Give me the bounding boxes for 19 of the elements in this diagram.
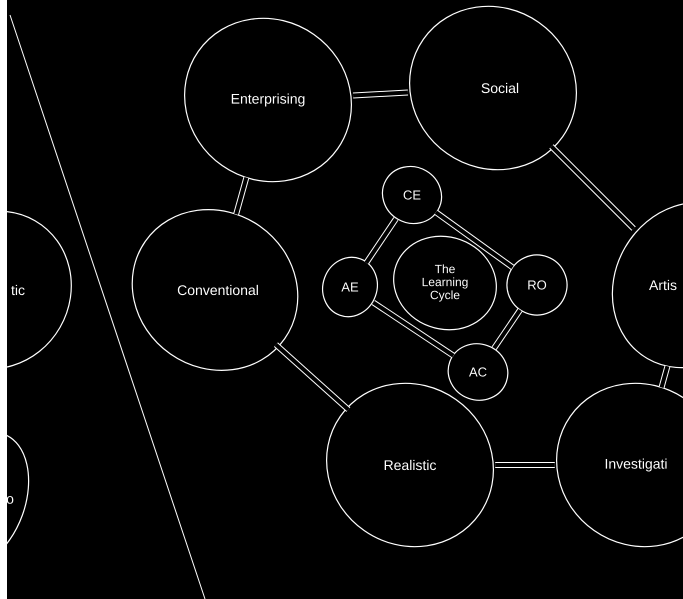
ellipse-node: RO <box>506 254 568 316</box>
connector <box>658 365 670 388</box>
ellipse-node: Conventional <box>132 209 298 371</box>
connector <box>549 144 636 231</box>
connector <box>372 300 456 358</box>
connector <box>233 176 250 216</box>
ellipse-node: AC <box>448 343 508 401</box>
connector <box>364 217 398 264</box>
connector <box>495 462 555 468</box>
connector <box>492 308 523 350</box>
connector <box>352 90 408 98</box>
ellipse-node: Social <box>409 6 577 170</box>
connector <box>274 342 350 412</box>
connector <box>434 210 514 270</box>
ellipse-node: Enterprising <box>184 18 352 182</box>
ellipse-node: CE <box>382 166 442 224</box>
ellipse-node: Realistic <box>326 382 494 548</box>
ellipse-node: The Learning Cycle <box>393 236 497 330</box>
ellipse-node: AE <box>322 256 378 318</box>
